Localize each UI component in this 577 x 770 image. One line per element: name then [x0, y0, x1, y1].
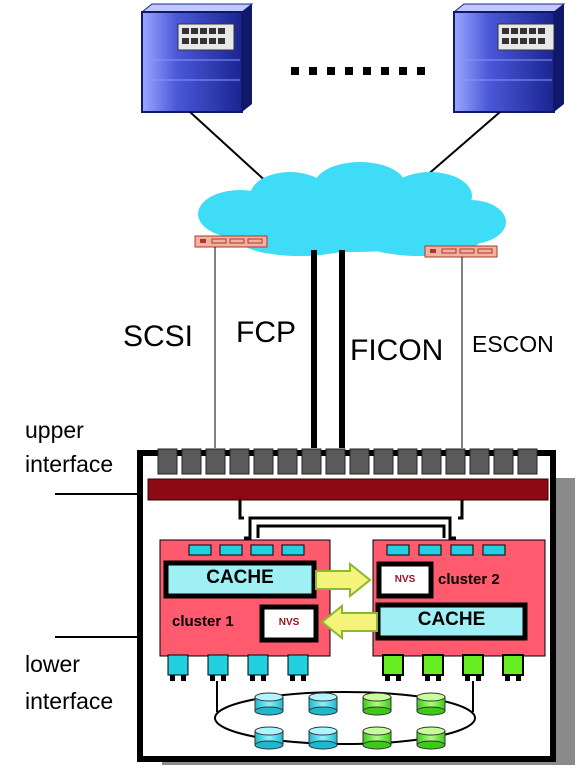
escon-label: ESCON — [472, 331, 554, 357]
arrow-cache1-to-nvs2 — [315, 561, 372, 599]
scsi-label: SCSI — [123, 320, 194, 353]
upper-interface-ports — [157, 448, 538, 475]
router-left-icon — [194, 235, 268, 248]
cluster-2-label: cluster 2 — [438, 571, 500, 588]
network-cloud — [198, 162, 506, 256]
cluster-1-cache — [163, 560, 317, 599]
disk-loop — [214, 681, 476, 745]
cluster-2-nvs — [376, 561, 434, 599]
lower-adapters-cyan — [167, 654, 309, 681]
lower-interface-label-line2: interface — [25, 688, 114, 714]
server-left-icon — [140, 3, 254, 113]
cluster-1-label: cluster 1 — [172, 613, 234, 630]
router-right-icon — [424, 245, 498, 258]
cluster-2-nvs-label: NVS — [394, 574, 416, 585]
upper-interface-label-line2: interface — [25, 451, 114, 477]
cluster-1-nvs-label: NVS — [278, 617, 300, 628]
disk-array — [254, 692, 446, 750]
cluster-1-cache-label: CACHE — [206, 567, 274, 588]
fcp-label: FCP — [236, 316, 296, 349]
lower-adapters-green — [382, 654, 524, 681]
cluster-1 — [159, 539, 331, 657]
server-right-icon — [452, 3, 566, 113]
arrow-cache2-to-nvs1 — [320, 603, 378, 641]
cluster-2-cache-label: CACHE — [417, 609, 486, 630]
internal-paths — [238, 500, 464, 540]
server-ellipsis — [291, 67, 425, 75]
cluster-1-nvs — [259, 604, 319, 643]
upper-interface-label-line1: upper — [25, 417, 84, 443]
cluster-2-cache — [375, 602, 528, 641]
lower-interface-label-line1: lower — [25, 651, 80, 677]
ficon-label: FICON — [350, 334, 444, 367]
cluster-2 — [372, 539, 546, 657]
internal-bus-bar — [147, 478, 549, 501]
